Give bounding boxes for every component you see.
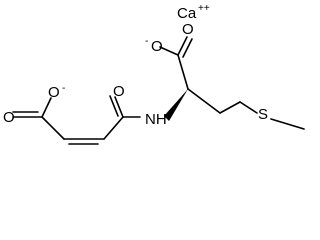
amide-oxygen: O	[113, 83, 125, 100]
amide-c-o-double-bond	[114, 96, 124, 118]
wedge-bond-to-nitrogen	[164, 89, 188, 121]
carboxyl-c-o-double-bond	[177, 36, 188, 56]
carboxylate-oxygen: O	[151, 38, 163, 55]
left-carboxylate-oxygen: O	[48, 84, 60, 101]
amide-c-o-double-bond-second-line	[109, 95, 119, 117]
molecule-canvas: Ca ++ O O - S NH O O -	[3, 3, 305, 145]
alpha-to-beta-carbon-bond	[187, 88, 221, 114]
molecule-structure: Ca ++ O O - S NH O O -	[3, 3, 305, 145]
carboxylate-charge: -	[145, 36, 148, 47]
gamma-carbon-to-sulfur-bond	[239, 101, 258, 114]
carboxyl-to-alpha-carbon-bond	[177, 54, 189, 90]
sulfur-atom: S	[258, 106, 268, 123]
amide-to-alkene-bond	[103, 116, 124, 140]
carbonyl-oxygen: O	[182, 21, 194, 38]
left-carboxylate-charge: -	[62, 83, 65, 94]
counterion-label: Ca	[177, 5, 197, 22]
nitrogen-atom: NH	[145, 111, 167, 128]
counterion-charge: ++	[198, 3, 210, 14]
left-carboxylate-c-o-single-bond	[41, 97, 52, 118]
carboxyl-c-o-double-bond-second-line	[182, 38, 193, 58]
alkene-to-carboxylate-bond	[41, 116, 65, 140]
sulfur-methyl-bond	[270, 118, 305, 130]
beta-to-gamma-carbon-bond	[219, 101, 241, 114]
carboxyl-c-o-single-bond	[159, 46, 179, 56]
left-carbonyl-oxygen: O	[3, 109, 15, 126]
